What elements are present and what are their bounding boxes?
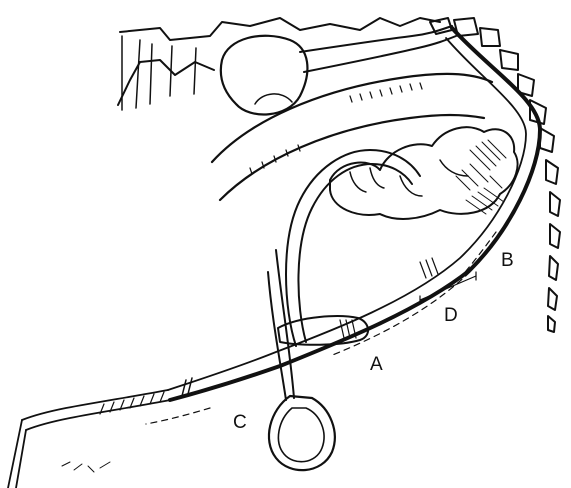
curved-body-outline (212, 74, 492, 200)
label-c: C (233, 412, 247, 433)
loop-structure (268, 150, 420, 470)
internal-organs (330, 127, 518, 219)
label-d: D (444, 305, 458, 326)
label-b: B (501, 250, 514, 271)
dashed-guides (146, 232, 496, 424)
margin-scribbles (62, 462, 110, 472)
label-a: A (370, 354, 383, 375)
main-tube (8, 28, 540, 488)
